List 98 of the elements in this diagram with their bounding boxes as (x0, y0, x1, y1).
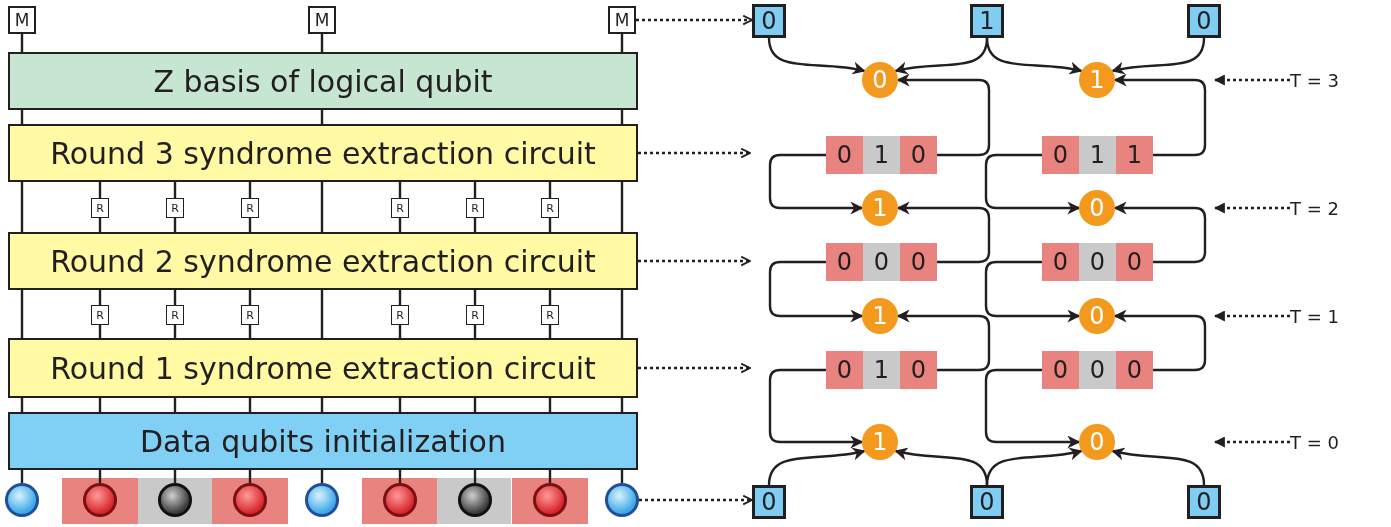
reset-box: R (91, 198, 109, 218)
parity-circle: 0 (1079, 298, 1115, 334)
circuit-block: Round 2 syndrome extraction circuit (8, 232, 638, 290)
syndrome-register (1042, 243, 1153, 281)
arrow (768, 368, 864, 449)
arrow (985, 37, 1083, 75)
time-label: T = 2 (1290, 195, 1370, 221)
bit-box: 0 (752, 4, 786, 38)
syndrome-bit: 0 (863, 243, 900, 281)
dotted-arrow (636, 14, 753, 26)
arrow (1113, 73, 1207, 157)
syndrome-bit: 0 (1079, 243, 1116, 281)
syndrome-register (1042, 351, 1153, 389)
reset-box: R (466, 305, 484, 325)
syndrome-bit: 0 (1116, 243, 1153, 281)
dotted-arrow (1213, 202, 1290, 214)
reset-box: R (241, 305, 259, 325)
parity-circle: 1 (1079, 62, 1115, 98)
arrow (984, 260, 1081, 323)
syndrome-bit: 0 (900, 136, 937, 174)
arrow (984, 368, 1081, 449)
syndrome-bit: 1 (863, 136, 900, 174)
reset-box: R (166, 305, 184, 325)
arrow (768, 153, 864, 215)
parity-circle: 0 (1079, 424, 1115, 460)
syndrome-bit: 0 (1042, 243, 1079, 281)
parity-circle: 1 (862, 298, 898, 334)
syndrome-bit: 0 (1116, 351, 1153, 389)
dotted-arrow (638, 362, 751, 374)
syndrome-bit: 0 (826, 351, 863, 389)
arrow (896, 201, 991, 264)
bit-box: 0 (1187, 485, 1221, 519)
measurement-box: M (308, 6, 336, 34)
reset-box: R (241, 198, 259, 218)
wire (20, 182, 24, 232)
syndrome-bit: 0 (900, 243, 937, 281)
circuit-block: Data qubits initialization (8, 412, 638, 470)
parity-circle: 0 (1079, 190, 1115, 226)
syndrome-bit: 0 (826, 136, 863, 174)
syndrome-bit: 0 (900, 351, 937, 389)
arrow (1113, 201, 1207, 264)
qubit-circle (605, 483, 639, 517)
reset-box: R (541, 198, 559, 218)
arrow (985, 447, 1083, 486)
syndrome-bit: 1 (863, 351, 900, 389)
dotted-arrow (638, 255, 751, 267)
syndrome-bit: 0 (1042, 136, 1079, 174)
bit-box: 0 (1187, 4, 1221, 38)
arrow (1111, 37, 1206, 75)
reset-box: R (391, 305, 409, 325)
syndrome-bit: 0 (1079, 351, 1116, 389)
arrow (767, 37, 866, 75)
circuit-block: Round 1 syndrome extraction circuit (8, 338, 638, 398)
qubit-circle (5, 483, 39, 517)
parity-circle: 1 (862, 190, 898, 226)
syndrome-bit: 0 (1042, 351, 1079, 389)
syndrome-register (826, 351, 937, 389)
qubit-circle (305, 483, 339, 517)
time-label: T = 0 (1290, 429, 1370, 455)
arrow (984, 153, 1081, 215)
measurement-box: M (8, 6, 36, 34)
syndrome-bit: 0 (826, 243, 863, 281)
reset-box: R (391, 198, 409, 218)
syndrome-register (826, 136, 937, 174)
wire (620, 182, 624, 232)
time-label: T = 1 (1290, 303, 1370, 329)
arrow (1111, 447, 1206, 486)
bit-box: 0 (752, 485, 786, 519)
dotted-arrow (1213, 74, 1290, 86)
time-label: T = 3 (1290, 67, 1370, 93)
wire (320, 290, 324, 338)
dotted-arrow (638, 147, 751, 159)
reset-box: R (91, 305, 109, 325)
arrow (1113, 309, 1207, 372)
parity-circle: 0 (862, 62, 898, 98)
dotted-arrow (639, 494, 753, 506)
bit-box: 0 (970, 485, 1004, 519)
reset-box: R (466, 198, 484, 218)
wire (320, 182, 324, 232)
syndrome-register (826, 243, 937, 281)
syndrome-register (1042, 136, 1153, 174)
circuit-block: Round 3 syndrome extraction circuit (8, 124, 638, 182)
dotted-arrow (1213, 436, 1290, 448)
arrow (767, 447, 866, 486)
wire (620, 290, 624, 338)
parity-circle: 1 (862, 424, 898, 460)
circuit-block: Z basis of logical qubit (8, 52, 638, 110)
arrow (896, 73, 991, 157)
measurement-box: M (608, 6, 636, 34)
syndrome-bit: 1 (1116, 136, 1153, 174)
arrow (896, 309, 991, 372)
arrow (768, 260, 864, 323)
reset-box: R (541, 305, 559, 325)
syndrome-bit: 1 (1079, 136, 1116, 174)
wire (20, 290, 24, 338)
bit-box: 1 (970, 4, 1004, 38)
dotted-arrow (1213, 310, 1290, 322)
reset-box: R (166, 198, 184, 218)
